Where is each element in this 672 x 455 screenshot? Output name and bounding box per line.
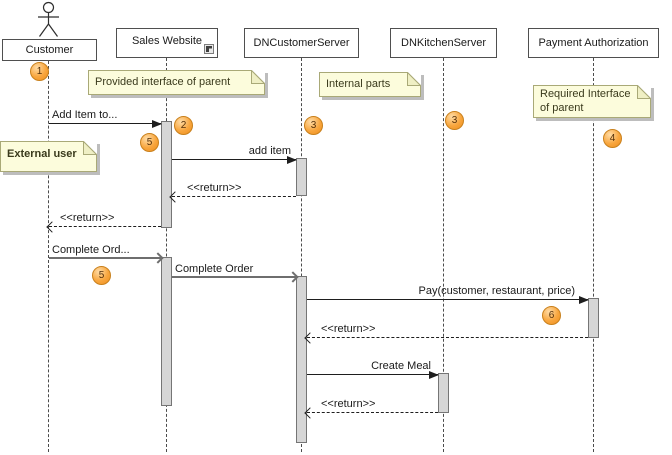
badge-number: 3 xyxy=(310,120,317,131)
note-provided-interface[interactable]: Provided interface of parent xyxy=(88,70,265,95)
message-line xyxy=(307,299,588,300)
message-label: Create Meal xyxy=(371,360,431,372)
note-text: External user xyxy=(7,148,77,160)
lifeline-head-customer[interactable]: Customer xyxy=(2,39,97,61)
badge-number: 2 xyxy=(180,120,187,131)
lifeline-label-dncustomerserver: DNCustomerServer xyxy=(253,37,350,49)
lifeline-payment-authorization[interactable] xyxy=(593,58,594,452)
lifeline-label-customer: Customer xyxy=(25,44,74,56)
message-label: Pay(customer, restaurant, price) xyxy=(418,285,575,297)
message-label: <<return>> xyxy=(60,212,115,224)
message-line xyxy=(172,159,296,160)
reference-indicator-icon[interactable] xyxy=(204,44,214,54)
activation-bar-dncustomer-2[interactable] xyxy=(296,276,307,443)
step-badge-3a[interactable]: 3 xyxy=(304,116,323,135)
lifeline-head-payment-authorization[interactable]: Payment Authorization xyxy=(528,28,659,58)
message-line xyxy=(49,226,161,227)
activation-bar-sales-2[interactable] xyxy=(161,257,172,406)
message-label: Complete Order xyxy=(175,263,254,275)
note-text: Required Interface of parent xyxy=(540,88,631,114)
message-label: add item xyxy=(248,145,291,157)
arrowhead-filled-icon xyxy=(152,119,162,128)
message-line xyxy=(172,276,296,278)
lifeline-head-dnkitchenserver[interactable]: DNKitchenServer xyxy=(390,28,497,58)
step-badge-5a[interactable]: 5 xyxy=(140,133,159,152)
activation-bar-kitchen[interactable] xyxy=(438,373,449,413)
note-text: Provided interface of parent xyxy=(95,76,231,88)
message-label: <<return>> xyxy=(187,182,242,194)
note-external-user[interactable]: External user xyxy=(0,141,97,172)
note-text: Internal parts xyxy=(326,78,391,90)
note-shape xyxy=(88,70,265,95)
message-line xyxy=(49,257,161,259)
activation-bar-dncustomer-1[interactable] xyxy=(296,158,307,196)
note-shape xyxy=(0,141,97,172)
lifeline-label-dnkitchenserver: DNKitchenServer xyxy=(401,37,486,49)
message-line xyxy=(307,337,588,338)
message-label: <<return>> xyxy=(321,323,376,335)
step-badge-2[interactable]: 2 xyxy=(174,116,193,135)
activation-bar-payment[interactable] xyxy=(588,298,599,338)
step-badge-3b[interactable]: 3 xyxy=(445,111,464,130)
badge-number: 6 xyxy=(548,310,555,321)
activation-bar-sales-1[interactable] xyxy=(161,121,172,228)
step-badge-6[interactable]: 6 xyxy=(542,306,561,325)
message-label: Complete Ord... xyxy=(52,244,130,256)
note-internal-parts[interactable]: Internal parts xyxy=(319,72,421,97)
badge-number: 5 xyxy=(146,137,153,148)
badge-number: 3 xyxy=(451,115,458,126)
lifeline-sales-website[interactable] xyxy=(166,58,167,452)
arrowhead-filled-icon xyxy=(287,155,297,164)
message-label: <<return>> xyxy=(321,398,376,410)
note-shape xyxy=(319,72,421,97)
lifeline-customer[interactable] xyxy=(48,61,49,452)
message-label: Add Item to... xyxy=(52,109,118,121)
message-line xyxy=(49,123,161,124)
lifeline-label-sales-website: Sales Website xyxy=(131,35,203,47)
lifeline-head-sales-website[interactable]: Sales Website xyxy=(116,28,218,58)
badge-number: 4 xyxy=(609,133,616,144)
arrowhead-filled-icon xyxy=(429,370,439,379)
note-shape xyxy=(533,85,651,118)
badge-number: 1 xyxy=(36,66,43,77)
lifeline-dncustomerserver[interactable] xyxy=(301,58,302,452)
step-badge-1[interactable]: 1 xyxy=(30,62,49,81)
actor-figure-icon[interactable] xyxy=(35,1,62,39)
note-required-interface[interactable]: Required Interface of parent xyxy=(533,85,651,118)
message-line xyxy=(307,374,438,375)
message-line xyxy=(307,412,438,413)
step-badge-5b[interactable]: 5 xyxy=(92,266,111,285)
step-badge-4[interactable]: 4 xyxy=(603,129,622,148)
lifeline-head-dncustomerserver[interactable]: DNCustomerServer xyxy=(244,28,359,58)
arrowhead-filled-icon xyxy=(579,295,589,304)
badge-number: 5 xyxy=(98,270,105,281)
lifeline-label-payment-authorization: Payment Authorization xyxy=(538,37,649,49)
message-line xyxy=(172,196,296,197)
lifeline-dnkitchenserver[interactable] xyxy=(443,58,444,452)
